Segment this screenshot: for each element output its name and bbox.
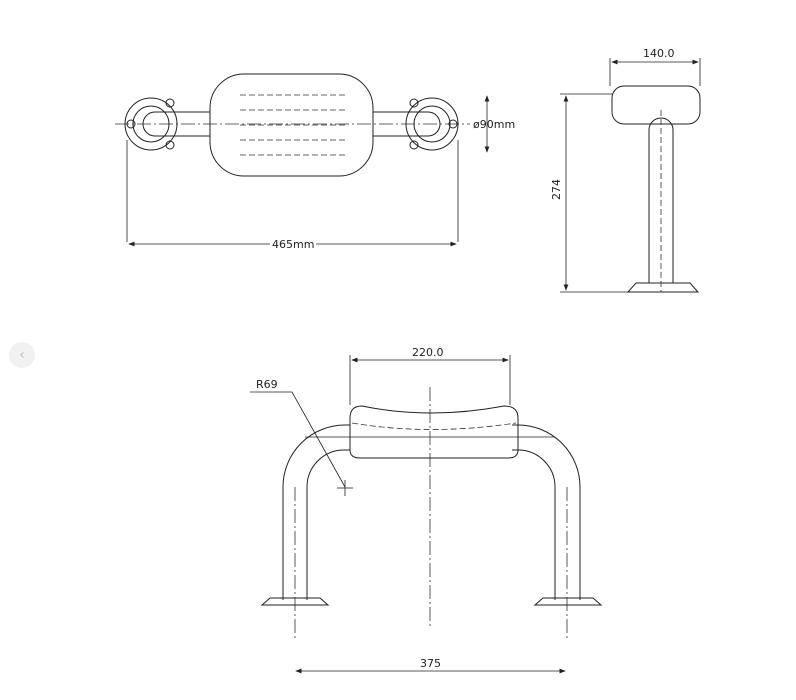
left-base-plate	[260, 597, 330, 606]
seat-width-dimension-label: 220.0	[412, 346, 444, 359]
seat-pad-top	[209, 73, 374, 177]
top-view: 465mm ø90mm	[115, 73, 515, 251]
chevron-left-icon: ‹	[19, 347, 25, 363]
right-flange	[405, 97, 459, 151]
base-plate	[626, 282, 700, 293]
leg-spacing-dimension-label: 375	[420, 657, 441, 670]
diameter-dimension-label: ø90mm	[473, 118, 515, 131]
width-dimension-label: 465mm	[272, 238, 314, 251]
radius-dimension-label: R69	[256, 378, 278, 391]
front-view: 220.0 R69 375	[250, 346, 603, 674]
right-base-plate	[533, 597, 603, 606]
seat-pad-front	[349, 405, 519, 459]
previous-image-button[interactable]: ‹	[9, 342, 35, 368]
left-flange	[124, 97, 178, 151]
side-view: 140.0 274	[550, 47, 701, 293]
depth-dimension-label: 140.0	[643, 47, 675, 60]
height-dimension-label: 274	[550, 179, 563, 200]
seat-pad-side	[611, 85, 701, 125]
